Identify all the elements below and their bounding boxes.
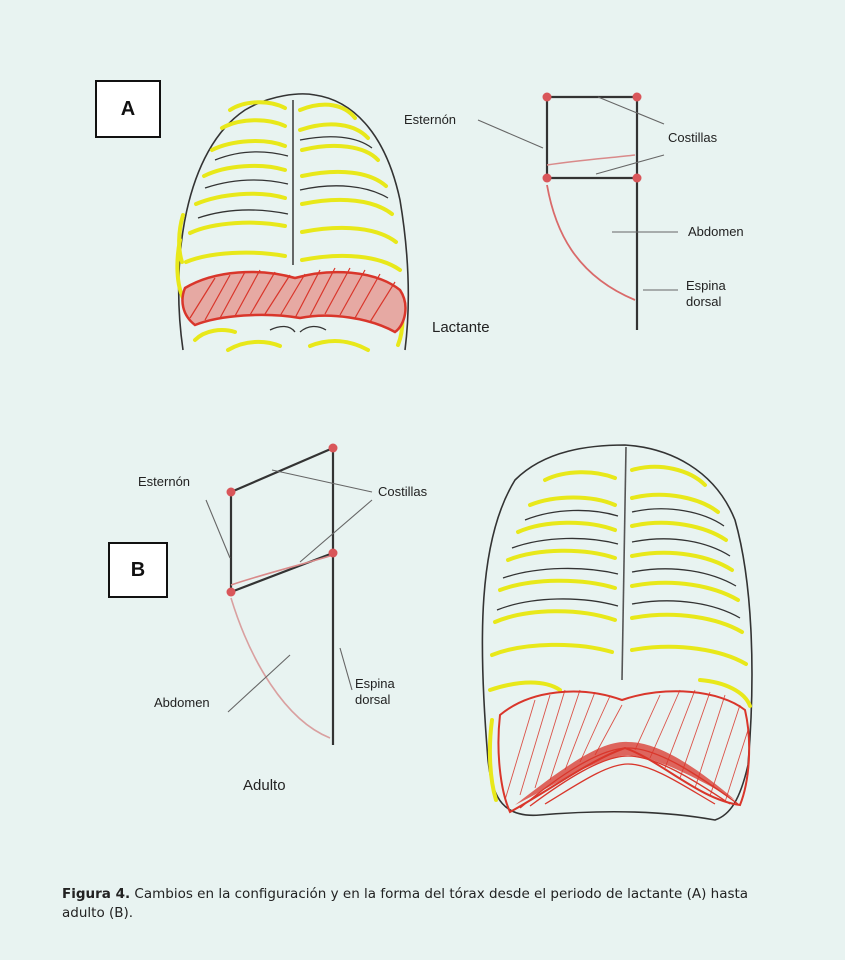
panel-a-spine-label-1: Espina xyxy=(686,278,726,294)
panel-b-stage-label: Adulto xyxy=(243,778,286,794)
panel-a-spine-label-2: dorsal xyxy=(686,294,721,310)
figure-caption-text: Cambios en la configuración y en la form… xyxy=(62,886,748,921)
infant-thorax xyxy=(177,94,408,350)
panel-a-stage-label: Lactante xyxy=(432,320,490,336)
panel-a-ribs-label: Costillas xyxy=(668,130,717,146)
panel-b-spine-label-2: dorsal xyxy=(355,692,390,708)
panel-b-sternum-label: Esternón xyxy=(138,474,190,490)
panel-a-abdomen-label: Abdomen xyxy=(688,224,744,240)
panel-b-label: B xyxy=(108,542,168,598)
panel-a-sternum-label: Esternón xyxy=(404,112,456,128)
panel-b-abdomen-label: Abdomen xyxy=(154,695,210,711)
figure-caption: Figura 4. Cambios en la configuración y … xyxy=(62,885,782,923)
panel-b-spine-label-1: Espina xyxy=(355,676,395,692)
infant-side-diagram xyxy=(478,93,678,331)
adult-side-diagram xyxy=(206,444,372,746)
figure-caption-prefix: Figura 4. xyxy=(62,886,130,902)
figure: A B Esternón Costillas Abdomen Espina do… xyxy=(0,0,845,860)
panel-b-ribs-label: Costillas xyxy=(378,484,427,500)
panel-a-label: A xyxy=(95,80,161,138)
adult-thorax xyxy=(482,445,752,820)
